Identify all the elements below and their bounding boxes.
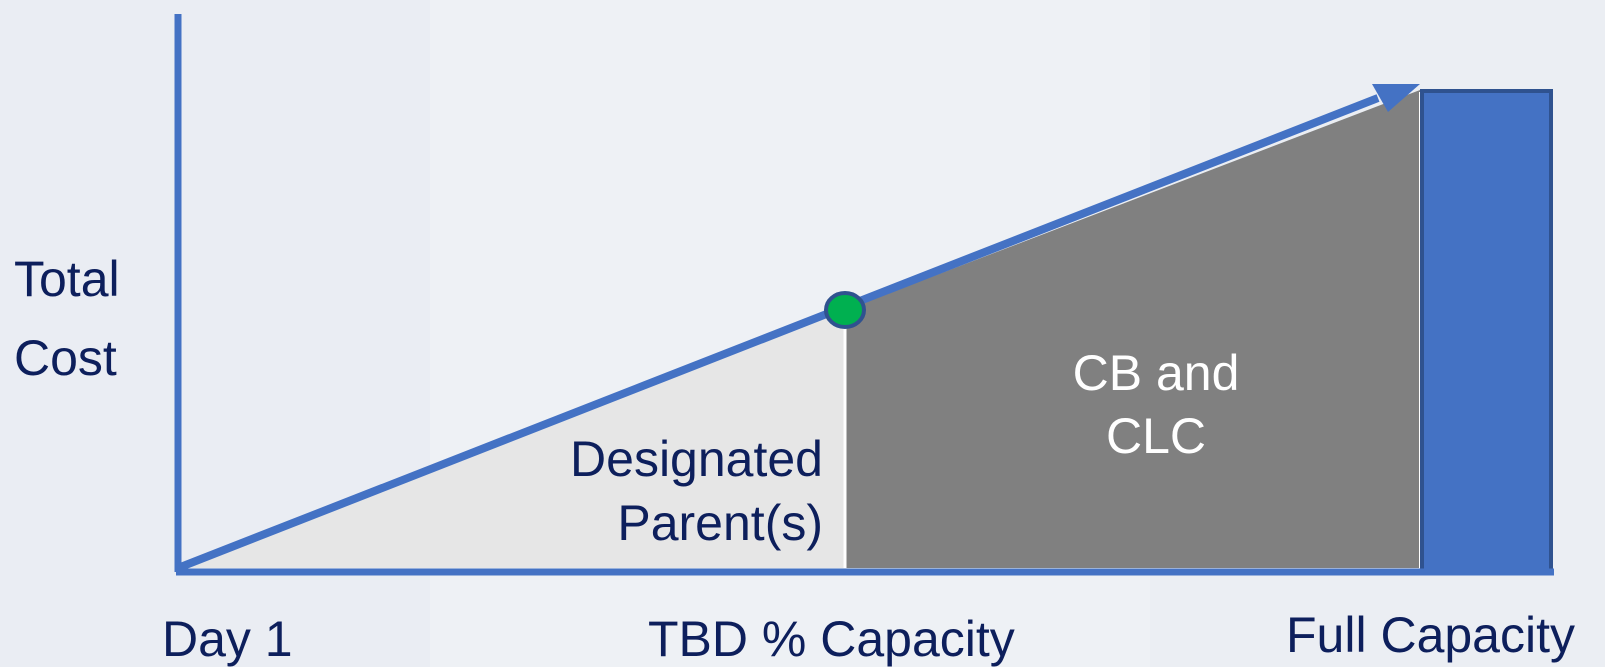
x-label-day1: Day 1 [162,611,293,667]
left-region-label-line1: Designated [570,431,823,487]
y-axis-label-line1: Total [14,251,120,307]
trend-arrowhead [1372,84,1420,112]
cost-trend-line [176,94,1380,572]
full-capacity-block [1420,89,1553,574]
cb-clc-region [845,90,1420,568]
x-label-full-capacity: Full Capacity [1286,607,1575,663]
milestone-marker [824,291,866,329]
right-region-label-line1: CB and [1072,345,1240,401]
y-axis-label-line2: Cost [14,330,117,386]
left-region-label-line2: Parent(s) [617,495,823,551]
right-region-label-line2: CLC [1105,408,1207,464]
x-label-tbd-capacity: TBD % Capacity [648,611,1015,667]
